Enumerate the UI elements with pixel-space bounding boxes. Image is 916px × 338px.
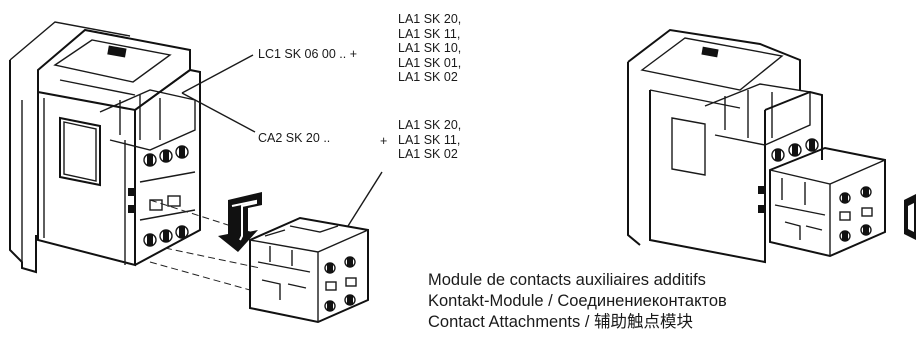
ca2-option: LA1 SK 11, (398, 132, 461, 147)
lc1-option: LA1 SK 20, (398, 12, 462, 26)
lc1-option: LA1 SK 01, (398, 55, 462, 70)
alignment-lines (149, 199, 261, 291)
right-contactor (627, 28, 886, 264)
lc1-options-list: LA1 SK 20, LA1 SK 11, LA1 SK 10, LA1 SK … (398, 12, 461, 85)
lc1-option: LA1 SK 10, (398, 41, 462, 55)
ca2-options-list: LA1 SK 20, LA1 SK 11, LA1 SK 02 (398, 118, 461, 162)
ca2-plus-sign: + (380, 134, 388, 148)
caption-french: Module de contacts auxiliaires additifs (428, 271, 706, 289)
left-contactor (9, 21, 201, 274)
left-aux-module (249, 216, 369, 324)
ca2-option: LA1 SK 20, (398, 118, 462, 132)
lc1-code-label: LC1 SK 06 00 .. + (258, 47, 358, 61)
lc1-option: LA1 SK 11, (398, 26, 461, 41)
insert-arrow (218, 192, 262, 252)
leader-lines (181, 54, 383, 227)
caption-english-chinese: Contact Attachments / 辅助触点模块 (428, 313, 693, 331)
ca2-option: LA1 SK 02 (398, 147, 458, 161)
ca2-code-label: CA2 SK 20 .. (258, 131, 331, 145)
left-terminals (128, 145, 189, 247)
lc1-option: LA1 SK 02 (398, 70, 458, 84)
figure-caption: Module de contacts auxiliaires additifs … (428, 270, 727, 333)
caption-german-russian: Kontakt-Module / Соединениеконтактов (428, 292, 727, 310)
